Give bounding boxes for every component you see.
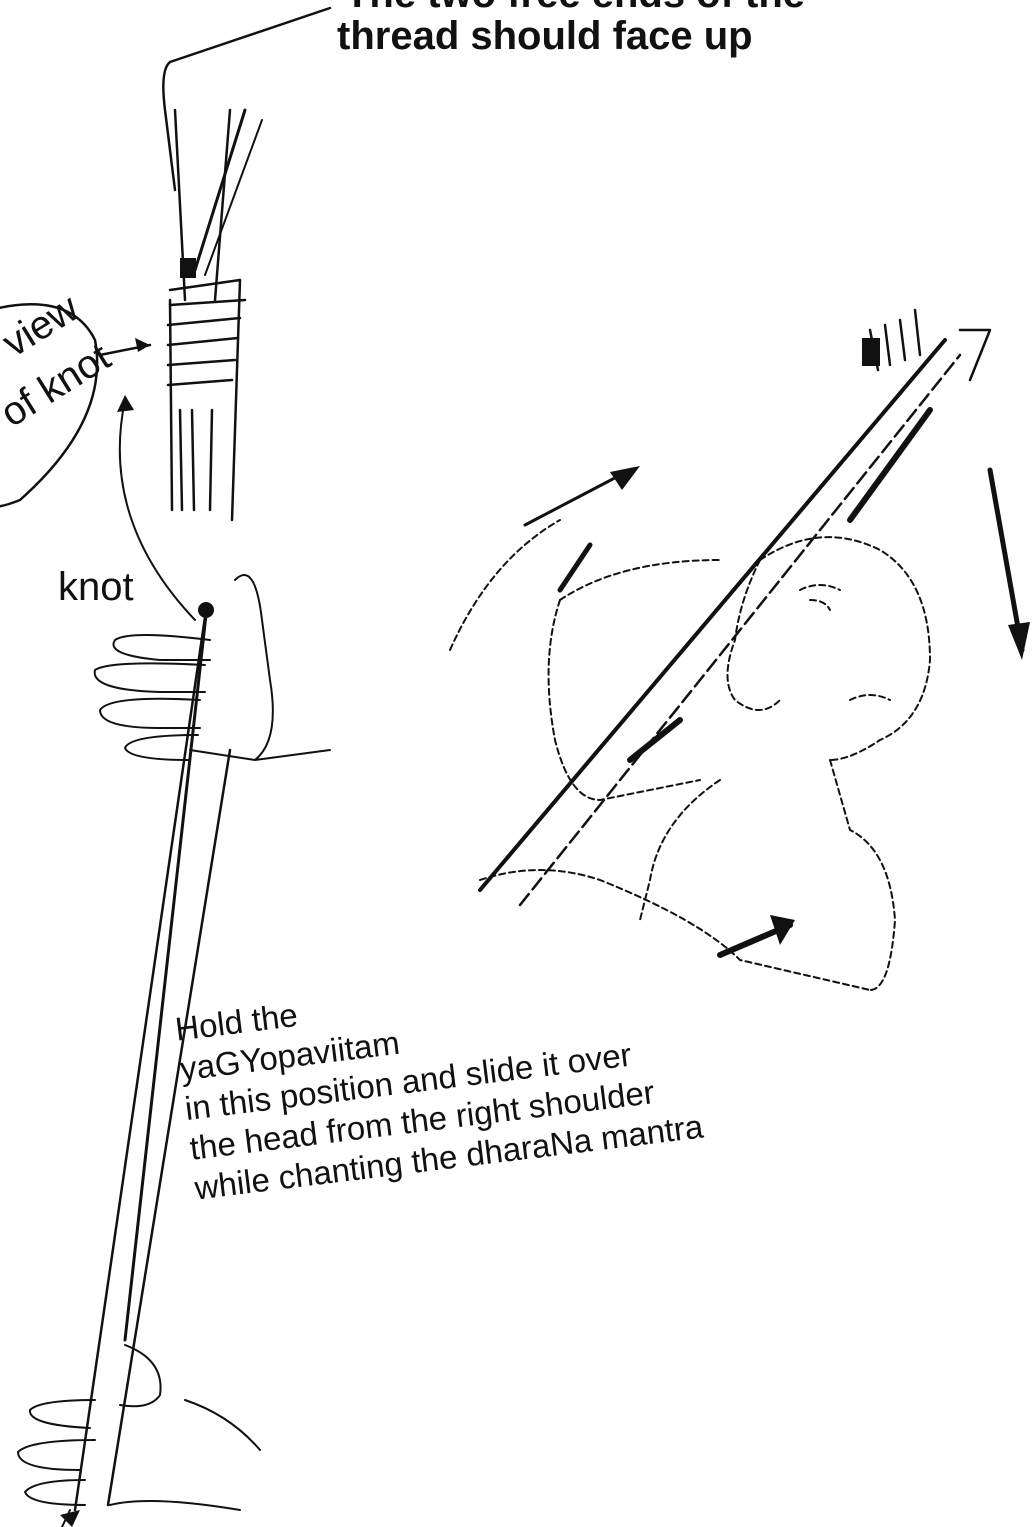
thread-top-ends — [862, 310, 990, 380]
thread-over-head — [480, 340, 960, 905]
top-label-line1: The two free ends of the — [345, 0, 805, 14]
bottom-hand — [18, 1345, 260, 1527]
top-label-line2: thread should face up — [337, 16, 753, 56]
person-figure — [450, 520, 930, 990]
knot-closeup — [168, 110, 262, 520]
knot-label: knot — [58, 567, 134, 607]
